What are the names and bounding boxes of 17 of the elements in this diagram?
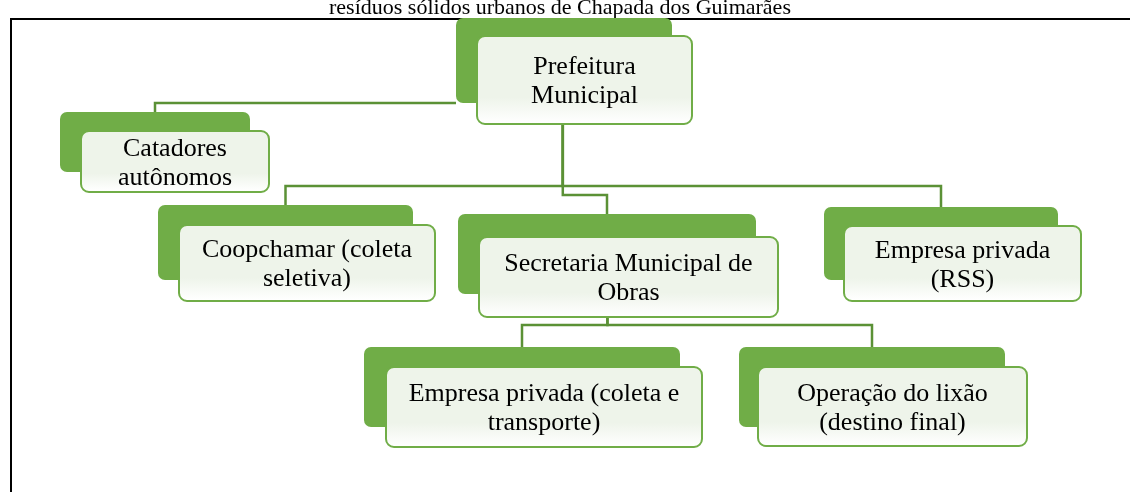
connector-line bbox=[606, 318, 874, 347]
box-label: Empresa privada (RSS) bbox=[873, 234, 1052, 293]
box-label: Coopchamar (coleta seletiva) bbox=[200, 234, 414, 292]
box-label: Prefeitura Municipal bbox=[530, 51, 639, 109]
org-chart-box bbox=[458, 214, 779, 318]
box-label: Empresa privada (coleta e transporte) bbox=[407, 378, 681, 436]
org-chart-box bbox=[364, 347, 703, 448]
connector-line bbox=[561, 125, 943, 207]
box-label: Secretaria Municipal de Obras bbox=[503, 248, 754, 306]
org-chart-box bbox=[456, 18, 693, 125]
org-chart-box bbox=[739, 347, 1028, 447]
box-label: Catadores autônomos bbox=[116, 132, 234, 191]
connector-line bbox=[153, 101, 456, 112]
org-chart-box bbox=[158, 205, 436, 302]
org-chart-box bbox=[60, 112, 270, 193]
org-chart-box bbox=[824, 207, 1082, 302]
box-label: Operação do lixão (destino final) bbox=[796, 377, 989, 436]
